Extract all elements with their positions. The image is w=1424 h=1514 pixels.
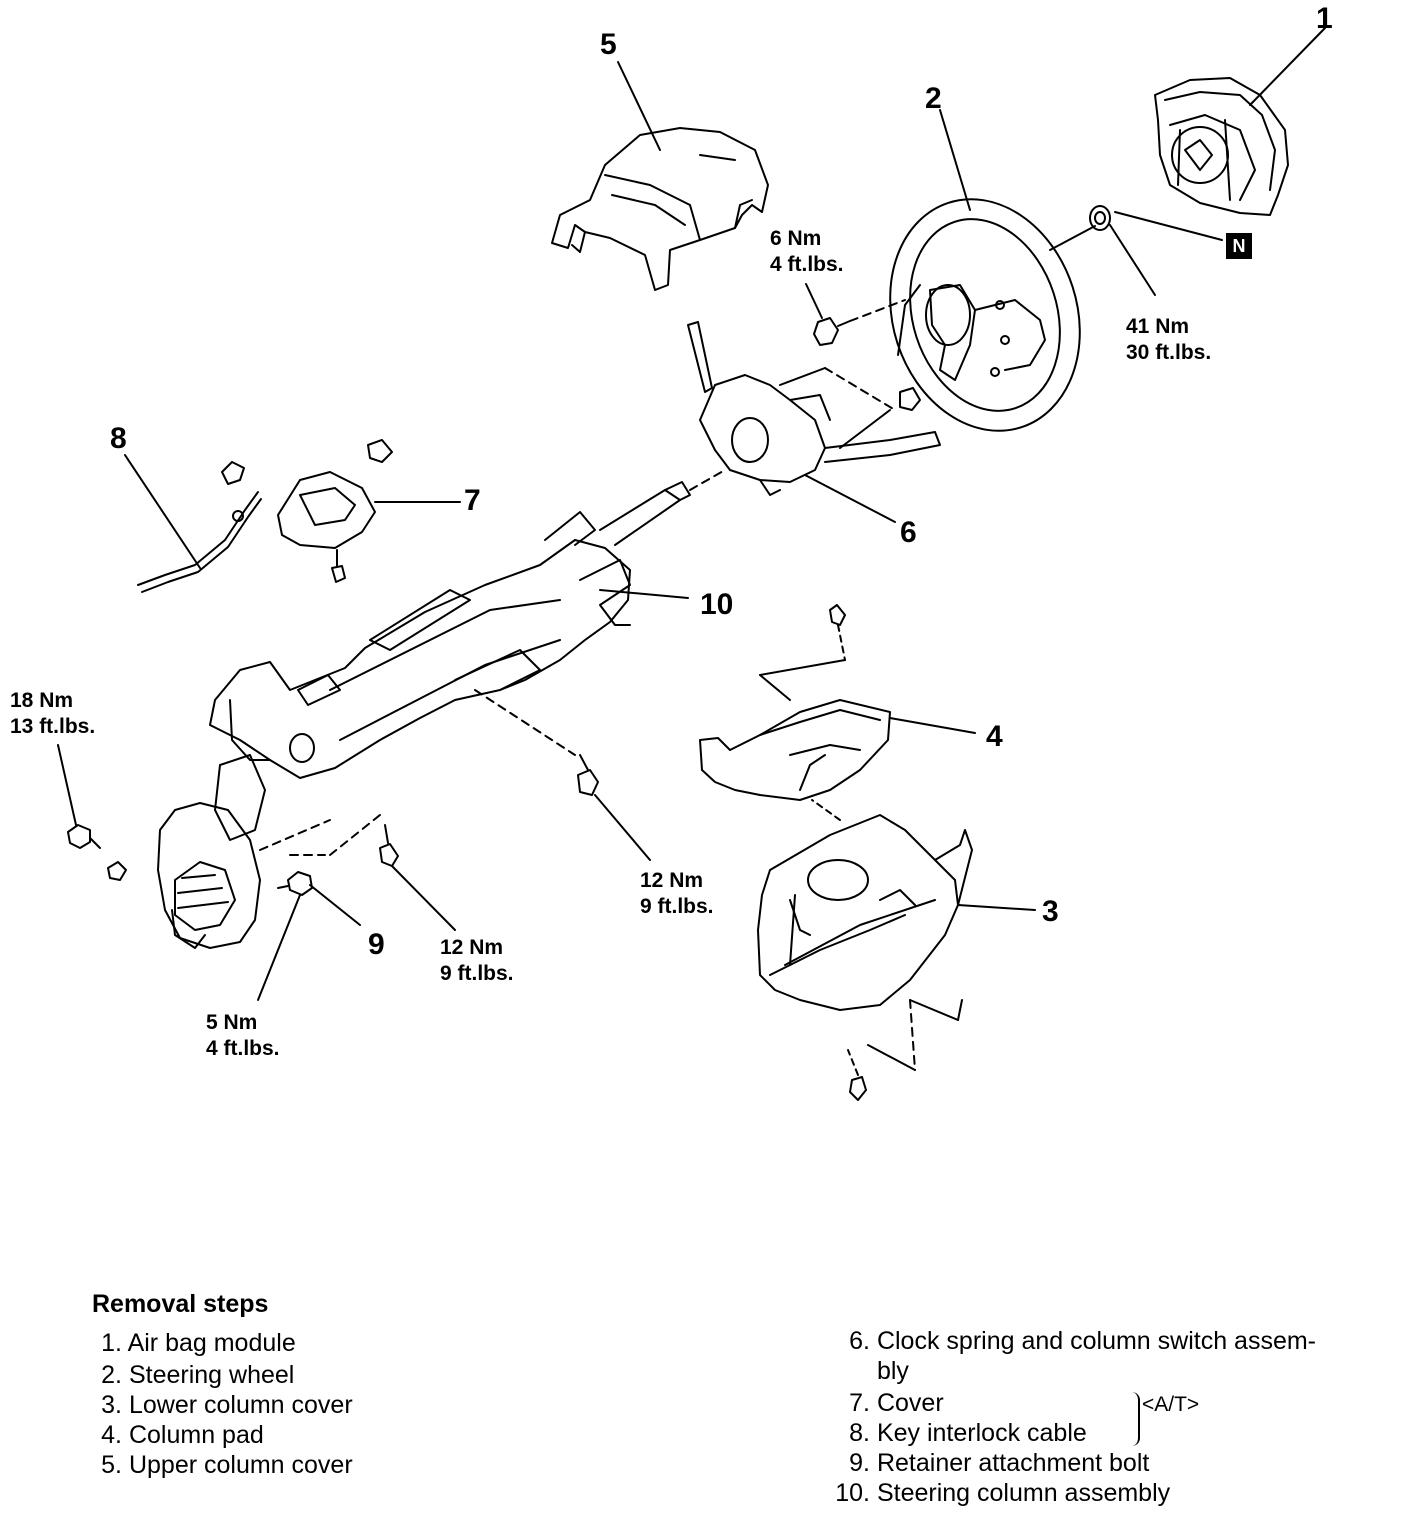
torque-12nm-left: 12 Nm 9 ft.lbs. xyxy=(440,935,514,987)
torque-imperial: 9 ft.lbs. xyxy=(640,895,714,918)
step-number: 2. xyxy=(101,1361,122,1389)
steering-wheel-nut xyxy=(1049,205,1223,296)
step-text: Steering wheel xyxy=(128,1361,295,1389)
legend-title: Removal steps xyxy=(92,1290,269,1318)
legend-step: 9. Retainer attachment bolt xyxy=(826,1448,1149,1478)
legend-step: 3. Lower column cover xyxy=(92,1390,353,1420)
callout-4: 4 xyxy=(986,720,1003,753)
legend-step: 7. Cover xyxy=(826,1388,944,1418)
torque-metric: 6 Nm xyxy=(770,227,822,250)
legend-step: 6. Clock spring and column switch assem- xyxy=(826,1326,1316,1356)
torque-18nm: 18 Nm 13 ft.lbs. xyxy=(10,688,95,740)
column-switch-assembly xyxy=(687,321,941,523)
step-text: Clock spring and column switch assem- xyxy=(876,1327,1317,1355)
step-text: Air bag module xyxy=(127,1329,296,1357)
air-bag-module xyxy=(1154,77,1289,216)
wheel-bolt xyxy=(805,283,906,346)
torque-6nm: 6 Nm 4 ft.lbs. xyxy=(770,226,844,278)
step-number: 8. xyxy=(849,1419,870,1447)
torque-41nm: 41 Nm 30 ft.lbs. xyxy=(1126,314,1211,366)
at-bracket xyxy=(1130,1392,1140,1446)
step-text: Cover xyxy=(876,1389,944,1417)
step-text: bly xyxy=(876,1357,909,1385)
step-text: Upper column cover xyxy=(128,1451,353,1479)
upper-shaft xyxy=(599,469,726,546)
torque-imperial: 30 ft.lbs. xyxy=(1126,341,1212,364)
step-text: Column pad xyxy=(128,1421,264,1449)
callout-10: 10 xyxy=(700,588,734,621)
torque-imperial: 13 ft.lbs. xyxy=(10,715,96,738)
steering-column-assembly xyxy=(209,511,689,779)
lower-column-cover xyxy=(757,799,1036,1101)
step-number: 6. xyxy=(849,1327,870,1355)
step-number: 7. xyxy=(849,1389,870,1417)
steering-wheel xyxy=(889,198,1081,432)
legend-step: 8. Key interlock cable xyxy=(826,1418,1087,1448)
torque-metric: 12 Nm xyxy=(440,936,504,959)
legend-step: 10. Steering column assembly xyxy=(826,1478,1170,1508)
step-text: Retainer attachment bolt xyxy=(876,1449,1150,1477)
retainer-bolt xyxy=(257,871,361,1001)
torque-12nm-right: 12 Nm 9 ft.lbs. xyxy=(640,868,714,920)
column-pad xyxy=(699,604,976,801)
step-text: Lower column cover xyxy=(128,1391,353,1419)
step-number: 3. xyxy=(101,1391,122,1419)
step-number: 4. xyxy=(101,1421,122,1449)
mounting-bolt-18nm xyxy=(57,744,127,881)
non-reusable-part-mark: N xyxy=(1226,233,1252,259)
legend-step: 5. Upper column cover xyxy=(92,1450,353,1480)
torque-metric: 18 Nm xyxy=(10,689,74,712)
torque-imperial: 4 ft.lbs. xyxy=(206,1037,280,1060)
key-interlock-cable xyxy=(124,454,262,593)
step-text: Steering column assembly xyxy=(876,1479,1171,1507)
callout-6: 6 xyxy=(900,516,917,549)
column-bolts-12nm xyxy=(379,754,651,931)
legend-step: 1. Air bag module xyxy=(92,1328,296,1358)
torque-metric: 41 Nm xyxy=(1126,315,1190,338)
callout-7: 7 xyxy=(464,484,481,517)
callout-2: 2 xyxy=(925,82,942,115)
legend-step: bly xyxy=(826,1356,909,1386)
torque-5nm: 5 Nm 4 ft.lbs. xyxy=(206,1010,280,1062)
step-number: 9. xyxy=(849,1449,870,1477)
torque-imperial: 9 ft.lbs. xyxy=(440,962,514,985)
callout-3: 3 xyxy=(1042,895,1059,928)
step-number: 5. xyxy=(101,1451,122,1479)
upper-column-cover xyxy=(551,127,769,291)
step-number: 1. xyxy=(101,1329,122,1357)
callout-9: 9 xyxy=(368,928,385,961)
legend-step: 2. Steering wheel xyxy=(92,1360,294,1390)
intermediate-joint xyxy=(157,754,381,949)
torque-metric: 12 Nm xyxy=(640,869,704,892)
at-note: <A/T> xyxy=(1142,1393,1200,1416)
key-interlock-cover xyxy=(277,439,461,583)
leader-lines xyxy=(617,27,1326,211)
step-text: Key interlock cable xyxy=(876,1419,1087,1447)
torque-metric: 5 Nm xyxy=(206,1011,258,1034)
step-number: 10. xyxy=(835,1479,870,1507)
legend-step: 4. Column pad xyxy=(92,1420,264,1450)
callout-1: 1 xyxy=(1316,2,1333,35)
torque-imperial: 4 ft.lbs. xyxy=(770,253,844,276)
callout-8: 8 xyxy=(110,422,127,455)
callout-5: 5 xyxy=(600,28,617,61)
